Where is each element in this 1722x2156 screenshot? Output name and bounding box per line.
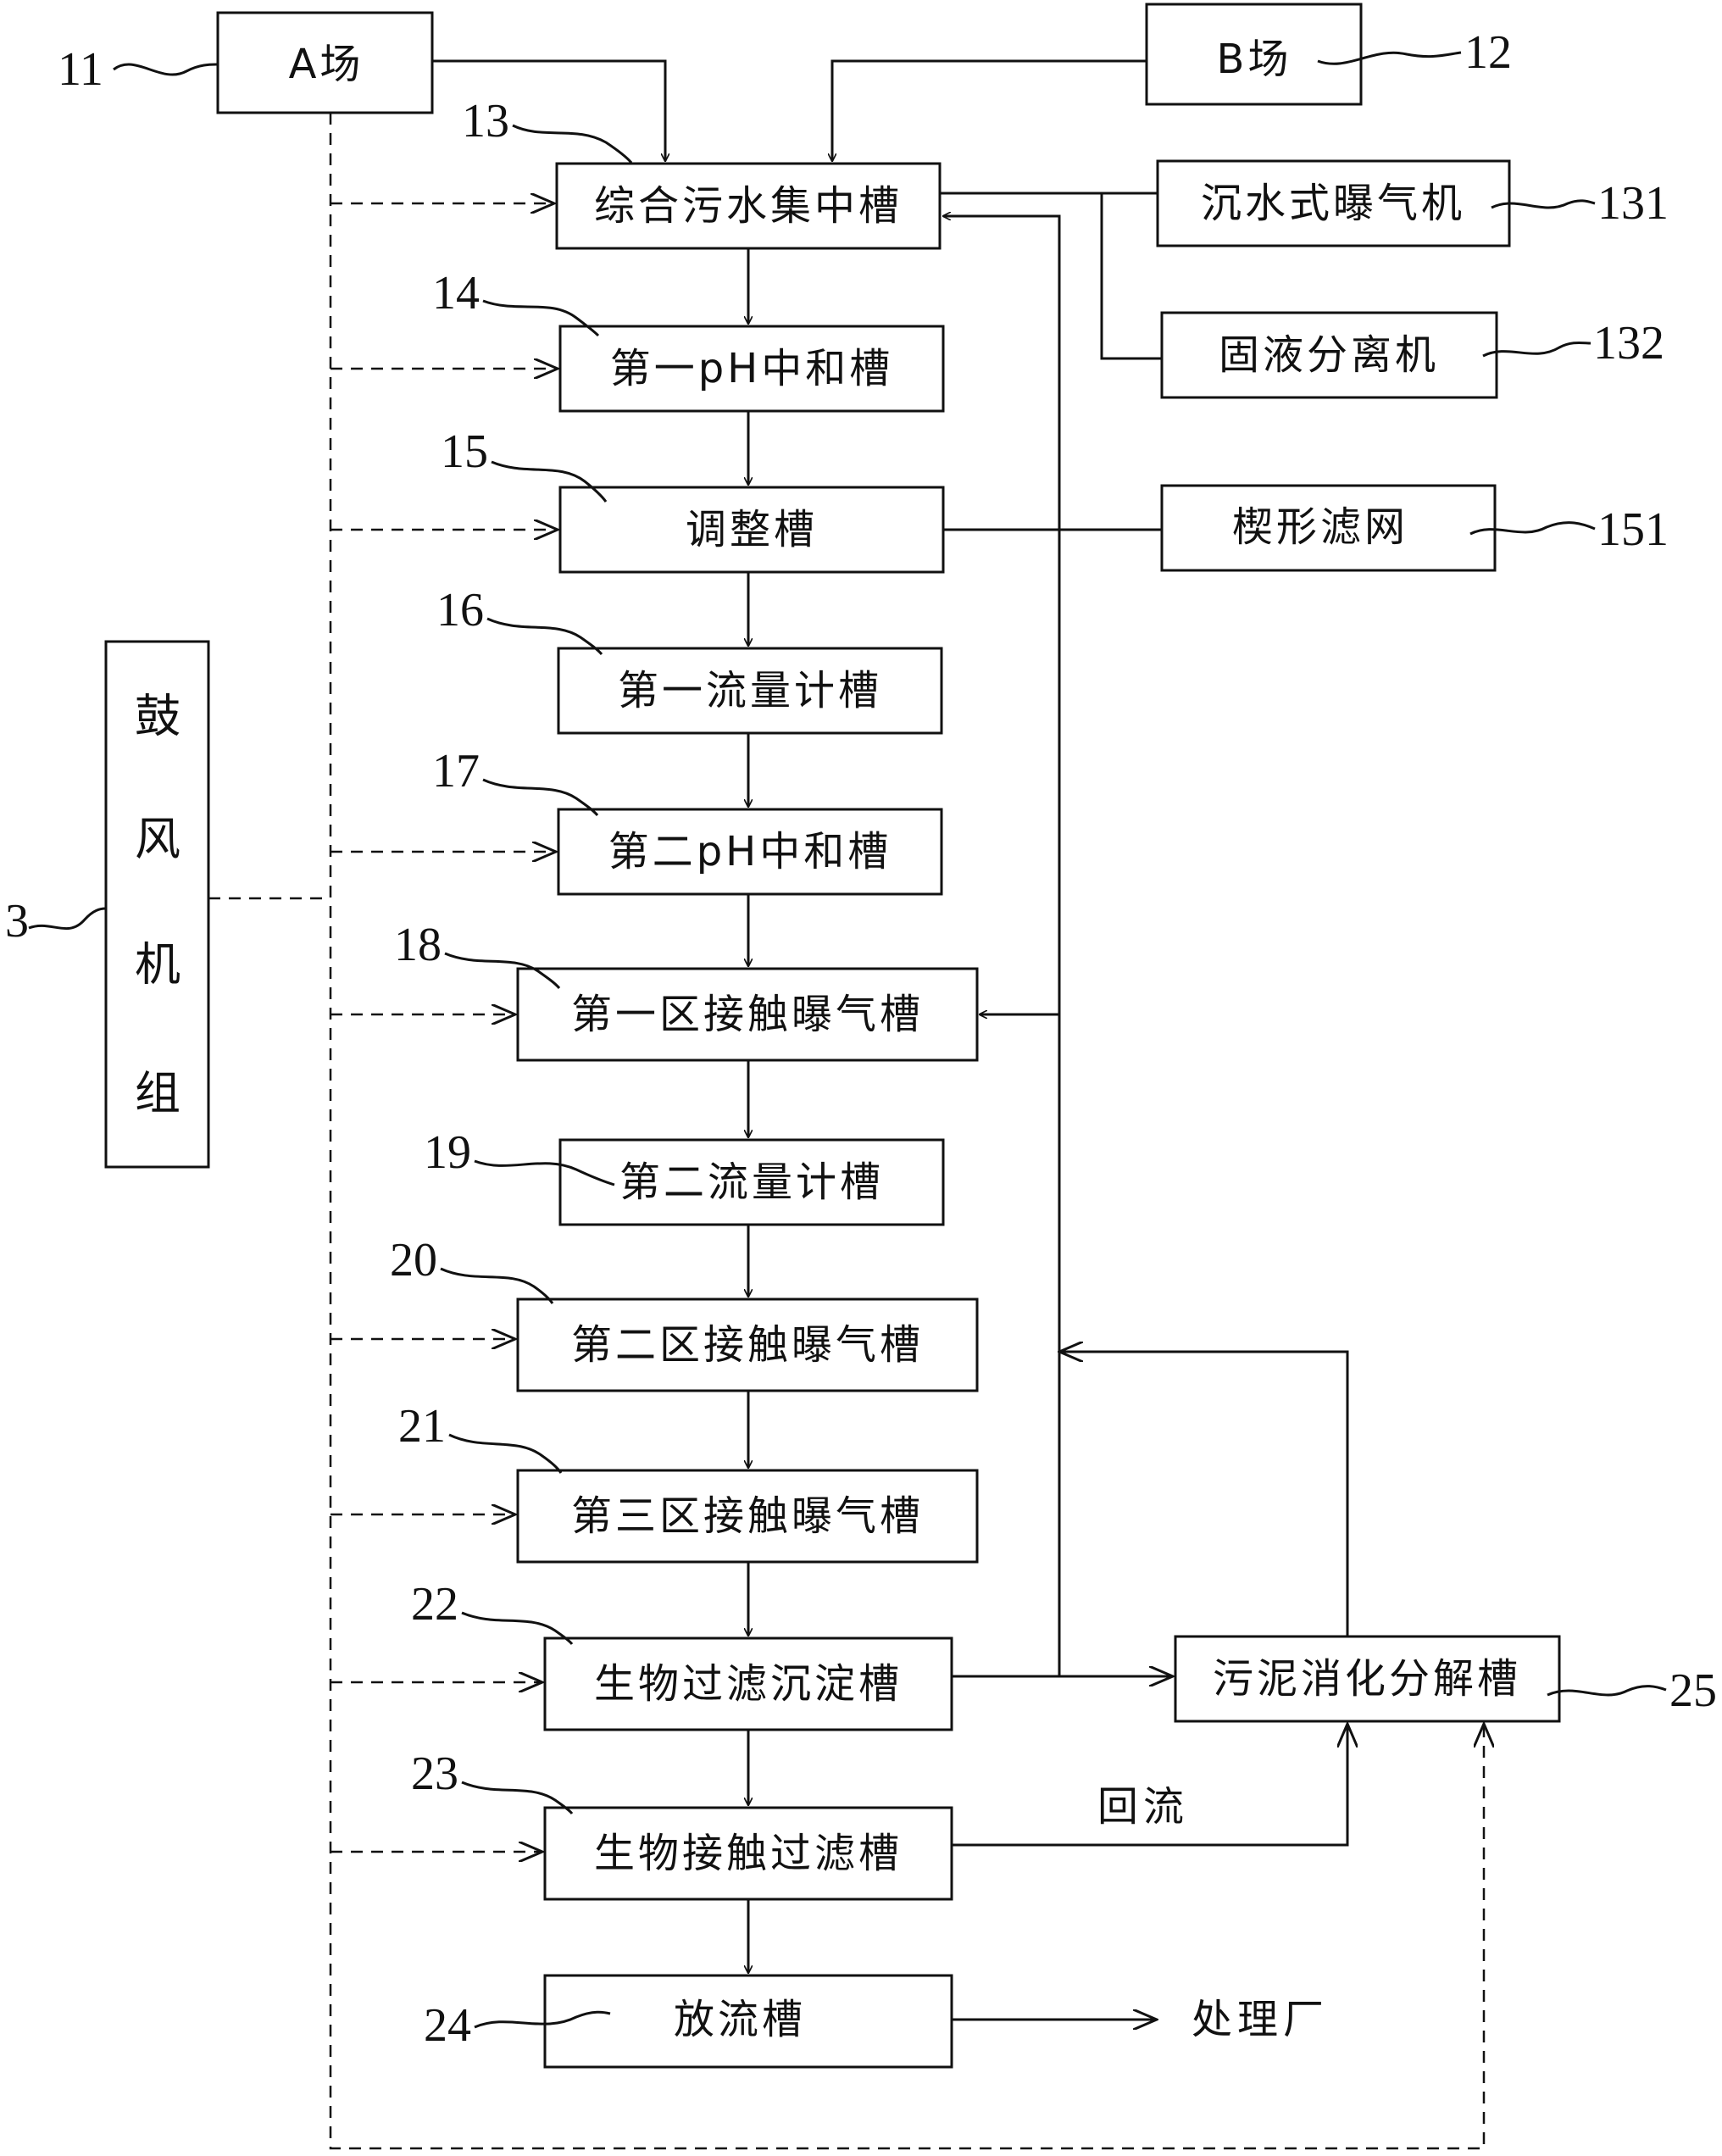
- blower-char-3: 机: [135, 938, 181, 992]
- ref-16: 16: [436, 584, 484, 636]
- a-site-node: A场: [216, 11, 434, 114]
- leader-16: [486, 617, 603, 655]
- air-supply-lines: [208, 113, 1484, 2150]
- aeration2-tank-label: 第二区接触曝气槽: [571, 1321, 924, 1369]
- ph1-tank-node: 第一pH中和槽: [558, 325, 945, 413]
- flow-b-to-collection: [832, 59, 1147, 161]
- leader-22: [461, 1611, 574, 1645]
- reference-numerals: 11 12 13 131 132 14 15 151 16 17 18 19 2…: [5, 26, 1717, 2052]
- flow1-tank-node: 第一流量计槽: [557, 647, 943, 735]
- ref-22: 22: [411, 1578, 458, 1631]
- aeration1-tank-label: 第一区接触曝气槽: [571, 991, 924, 1038]
- bio-sedimentation-tank-label: 生物过滤沉淀槽: [594, 1660, 903, 1708]
- leader-23: [461, 1781, 574, 1814]
- ref-25: 25: [1669, 1664, 1717, 1717]
- leader-17: [482, 778, 599, 816]
- wedge-screen-node: 楔形滤网: [1160, 484, 1497, 572]
- ref-15: 15: [441, 425, 488, 478]
- discharge-tank-node: 放流槽: [543, 1974, 953, 2069]
- ref-23: 23: [411, 1748, 458, 1800]
- adjust-tank-label: 调整槽: [686, 506, 818, 553]
- leader-14: [482, 299, 600, 337]
- a-site-label: A场: [289, 41, 364, 88]
- ref-3: 3: [5, 895, 29, 947]
- wedge-screen-label: 楔形滤网: [1232, 503, 1408, 551]
- leader-131: [1491, 199, 1596, 209]
- blower-char-1: 鼓: [135, 690, 181, 743]
- air-main-loop: [329, 113, 1484, 2150]
- collection-tank-node: 综合污水集中槽: [555, 162, 942, 250]
- return-flow-label: 回流: [1097, 1783, 1189, 1831]
- ref-11: 11: [58, 43, 103, 96]
- adjust-tank-node: 调整槽: [558, 486, 945, 574]
- ref-20: 20: [390, 1234, 437, 1286]
- b-site-node: B场: [1145, 3, 1363, 106]
- submersible-aerator-label: 沉水式曝气机: [1201, 180, 1465, 227]
- aeration3-tank-label: 第三区接触曝气槽: [571, 1492, 924, 1540]
- ref-21: 21: [398, 1400, 446, 1453]
- ref-19: 19: [424, 1126, 471, 1179]
- leader-25: [1547, 1685, 1667, 1697]
- flow-a-to-collection: [432, 59, 665, 161]
- ref-17: 17: [432, 745, 480, 797]
- blower-char-2: 风: [135, 813, 181, 866]
- leader-18: [444, 952, 561, 989]
- ph2-tank-label: 第二pH中和槽: [608, 828, 892, 875]
- discharge-tank-label: 放流槽: [674, 1996, 806, 2043]
- leader-3: [28, 907, 107, 931]
- aeration3-tank-node: 第三区接触曝气槽: [516, 1469, 979, 1564]
- ref-24: 24: [424, 1999, 471, 2052]
- sludge-digestion-tank-node: 污泥消化分解槽: [1174, 1635, 1561, 1723]
- return-flow-line: [952, 1724, 1347, 1847]
- link-collection-separator: [1100, 193, 1162, 360]
- submersible-aerator-node: 沉水式曝气机: [1156, 159, 1511, 247]
- sludge-digestion-tank-label: 污泥消化分解槽: [1213, 1655, 1521, 1703]
- ref-132: 132: [1593, 317, 1664, 370]
- sludge-recycle-line: [1059, 1352, 1349, 1636]
- blower-char-4: 组: [135, 1067, 181, 1120]
- bio-filter-tank-label: 生物接触过滤槽: [594, 1830, 903, 1877]
- solid-flow-lines: [432, 59, 1349, 2020]
- blower-unit-node: 鼓 风 机 组: [104, 640, 210, 1169]
- ph1-tank-label: 第一pH中和槽: [610, 345, 894, 392]
- leader-21: [448, 1433, 563, 1474]
- solid-liquid-separator-label: 固液分离机: [1219, 331, 1439, 379]
- ref-12: 12: [1464, 26, 1512, 79]
- flow2-tank-node: 第二流量计槽: [558, 1138, 945, 1226]
- aeration1-tank-node: 第一区接触曝气槽: [516, 967, 979, 1062]
- leader-20: [440, 1267, 554, 1304]
- bio-filter-tank-node: 生物接触过滤槽: [543, 1806, 953, 1901]
- leader-24: [474, 2010, 611, 2029]
- aeration2-tank-node: 第二区接触曝气槽: [516, 1297, 979, 1392]
- flow2-tank-label: 第二流量计槽: [619, 1159, 884, 1206]
- flow1-tank-label: 第一流量计槽: [618, 667, 882, 714]
- leader-13: [512, 124, 633, 164]
- ref-18: 18: [394, 919, 442, 971]
- solid-liquid-separator-node: 固液分离机: [1160, 311, 1498, 399]
- ph2-tank-node: 第二pH中和槽: [557, 808, 943, 896]
- collection-tank-label: 综合污水集中槽: [594, 182, 903, 230]
- leader-12: [1317, 51, 1462, 65]
- leader-15: [491, 460, 608, 503]
- leader-151: [1469, 521, 1596, 536]
- ref-151: 151: [1597, 503, 1669, 556]
- bio-sedimentation-tank-node: 生物过滤沉淀槽: [543, 1636, 953, 1731]
- ref-14: 14: [432, 267, 480, 320]
- treatment-plant-label: 处理厂: [1192, 1996, 1329, 2043]
- b-site-label: B场: [1217, 36, 1292, 83]
- ref-131: 131: [1597, 177, 1669, 230]
- ref-13: 13: [462, 95, 509, 147]
- leader-132: [1482, 341, 1591, 358]
- return-riser-to-collection: [943, 216, 1061, 1676]
- leader-11: [113, 63, 219, 76]
- leader-19: [474, 1159, 615, 1186]
